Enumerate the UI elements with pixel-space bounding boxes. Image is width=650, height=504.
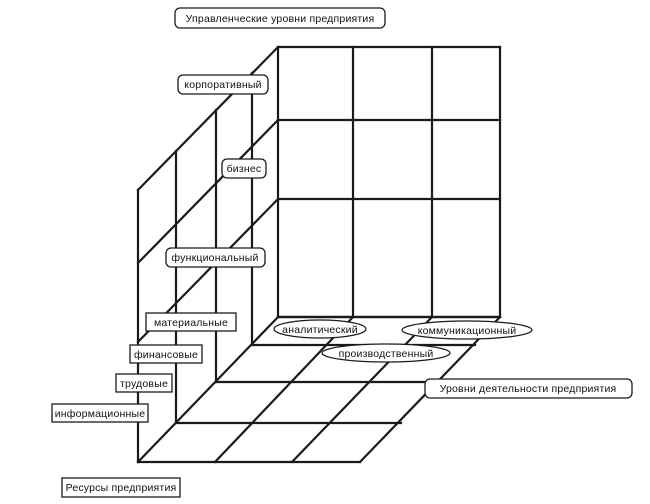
back-face-grid — [276, 45, 502, 319]
svg-text:производственный: производственный — [339, 348, 434, 360]
resource-financial: финансовые — [129, 344, 203, 364]
svg-text:трудовые: трудовые — [120, 378, 168, 390]
svg-text:коммуникационный: коммуникационный — [418, 325, 517, 337]
activity-axis-label: Уровни деятельности предприятия — [424, 378, 633, 399]
management-level-functional: функциональный — [165, 247, 266, 268]
activity-level-analytical: аналитический — [273, 319, 367, 339]
activity-level-production: производственный — [321, 343, 451, 363]
resources-axis-label: Ресурсы предприятия — [61, 477, 181, 498]
svg-text:материальные: материальные — [154, 317, 228, 329]
resource-labour: трудовые — [115, 373, 173, 393]
svg-text:функциональный: функциональный — [171, 252, 258, 264]
side-face-grid — [136, 45, 280, 464]
svg-text:финансовые: финансовые — [134, 349, 198, 361]
resource-information: информационные — [51, 403, 149, 423]
title-text: Управленческие уровни предприятия — [186, 13, 375, 25]
svg-text:аналитический: аналитический — [282, 324, 358, 336]
activity-level-communication: коммуникационный — [401, 320, 533, 340]
resource-material: материальные — [145, 312, 237, 332]
svg-text:Уровни деятельности предприяти: Уровни деятельности предприятия — [440, 383, 617, 395]
svg-text:бизнес: бизнес — [227, 163, 262, 175]
management-level-corporate: корпоративный — [177, 74, 269, 95]
svg-text:информационные: информационные — [55, 408, 146, 420]
cube-grid — [136, 45, 502, 464]
title-label: Управленческие уровни предприятия — [174, 7, 386, 29]
management-level-business: бизнес — [221, 158, 267, 179]
svg-text:Ресурсы предприятия: Ресурсы предприятия — [66, 482, 177, 494]
svg-text:корпоративный: корпоративный — [184, 79, 261, 91]
